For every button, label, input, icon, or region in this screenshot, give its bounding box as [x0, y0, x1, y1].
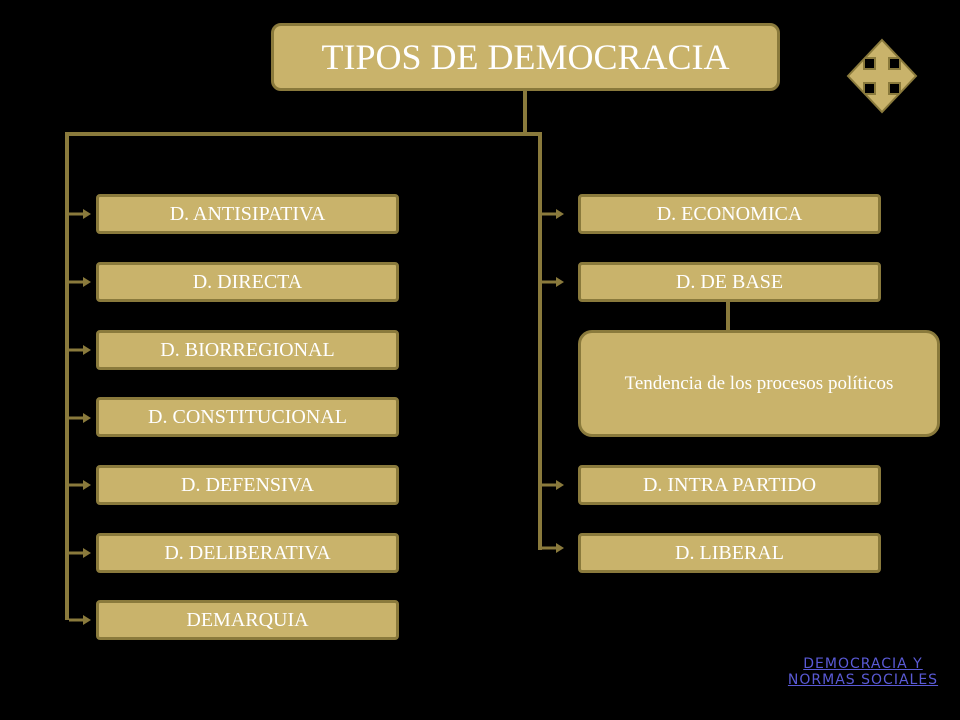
title-connector-horizontal: [65, 132, 542, 136]
left-trunk-line: [65, 132, 69, 620]
node-d-de-base: D. DE BASE: [578, 262, 881, 302]
node-d-constitucional: D. CONSTITUCIONAL: [96, 397, 399, 437]
arrow-icon: [69, 548, 91, 558]
arrow-icon: [69, 615, 91, 625]
arrow-icon: [69, 413, 91, 423]
arrow-icon: [69, 345, 91, 355]
node-demarquia: DEMARQUIA: [96, 600, 399, 640]
arrow-icon: [69, 209, 91, 219]
note-box: Tendencia de los procesos políticos: [578, 330, 940, 437]
democracia-normas-link[interactable]: DEMOCRACIA Y NORMAS SOCIALES: [787, 656, 939, 688]
diagram-title: TIPOS DE DEMOCRACIA: [271, 23, 780, 91]
arrow-icon: [542, 277, 564, 287]
arrow-icon: [542, 209, 564, 219]
node-d-intra-partido: D. INTRA PARTIDO: [578, 465, 881, 505]
node-d-liberal: D. LIBERAL: [578, 533, 881, 573]
title-connector-vertical: [523, 91, 527, 135]
node-d-antisipativa: D. ANTISIPATIVA: [96, 194, 399, 234]
arrow-icon: [542, 480, 564, 490]
arrow-icon: [542, 543, 564, 553]
node-d-defensiva: D. DEFENSIVA: [96, 465, 399, 505]
node-d-economica: D. ECONOMICA: [578, 194, 881, 234]
arrow-icon: [69, 277, 91, 287]
node-d-deliberativa: D. DELIBERATIVA: [96, 533, 399, 573]
node-d-directa: D. DIRECTA: [96, 262, 399, 302]
arrow-icon: [69, 480, 91, 490]
four-way-arrow-icon[interactable]: [846, 38, 918, 114]
base-to-note-connector: [726, 302, 730, 330]
right-trunk-line: [538, 132, 542, 550]
node-d-biorregional: D. BIORREGIONAL: [96, 330, 399, 370]
